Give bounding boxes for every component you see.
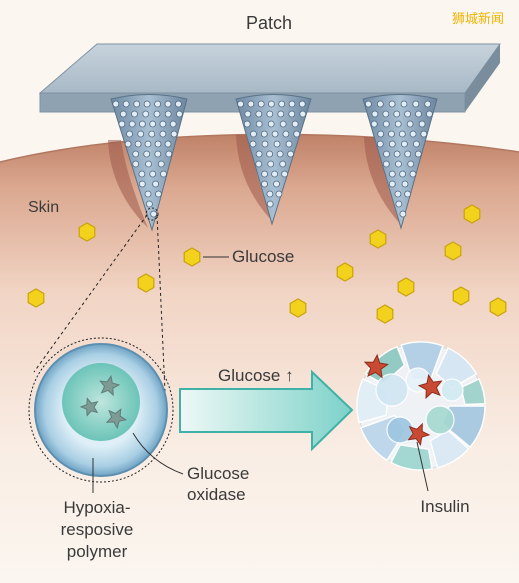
glucose-increase-label: Glucose ↑ [218,366,294,385]
microneedle-icon [110,94,188,232]
burst-vesicle [356,341,486,471]
glucose-hexagon-icon [452,286,470,306]
zoom-line-left [33,214,148,373]
core-insulin-stars [79,374,128,430]
vesicle-fragment [375,373,409,407]
glucose-hexagon-icon [137,273,155,293]
vesicle-fragment [435,347,478,389]
glucose-hexagon-icon [489,297,507,317]
insulin-star-icon [99,374,121,397]
glucose-hexagon-icon [78,222,96,242]
right-arrow [179,369,354,452]
glucose-hexagon-icon [369,229,387,249]
insulin-star-icon [105,408,128,430]
hypoxia-label-1: Hypoxia- [63,498,130,517]
insulin-leader-line [416,441,429,492]
microneedle-icon [362,94,438,230]
glucose-hexagon-icon [397,277,415,297]
glucose-hexagon-icon [336,262,354,282]
patch-label: Patch [246,13,292,33]
glucose-oxidase-label-1: Glucose [187,464,249,483]
glucose-molecules [27,204,507,324]
needle-well-2 [236,135,273,222]
glucose-hexagon-icon [376,304,394,324]
hypoxia-label-2: resposive [61,520,134,539]
insulin-star-icon [417,373,443,400]
microneedles [110,94,438,232]
glucose-hexagon-icon [289,298,307,318]
microneedle-icon [235,94,312,226]
skin-layer [0,134,519,583]
glucose-oxidase-label-2: oxidase [187,485,246,504]
needle-well-1 [108,140,148,228]
skin-label: Skin [28,199,59,216]
watermark: 狮城新闻 [452,11,504,27]
insulin-star-icon [79,397,99,417]
glucose-hexagon-icon [463,204,481,224]
oxidase-leader-line [132,432,184,475]
vesicle-fragment [440,378,464,402]
insulin-label: Insulin [420,497,469,516]
zoom-origin [145,207,159,221]
insulin-star-icon [407,422,431,446]
hypoxia-label-3: polymer [67,542,128,561]
vesicle [28,337,174,483]
glucose-hexagon-icon [444,241,462,261]
vesicle-fragment [460,378,486,406]
glucose-label: Glucose [232,247,294,266]
insulin-star-icon [363,353,389,379]
vesicle-fragment [429,429,470,469]
glucose-hexagon-icon [183,247,201,267]
glucose-hexagon-icon [27,288,45,308]
vesicle-fragment [425,405,455,435]
needle-well-3 [364,137,402,226]
glucose-oxidase-core [62,363,140,441]
